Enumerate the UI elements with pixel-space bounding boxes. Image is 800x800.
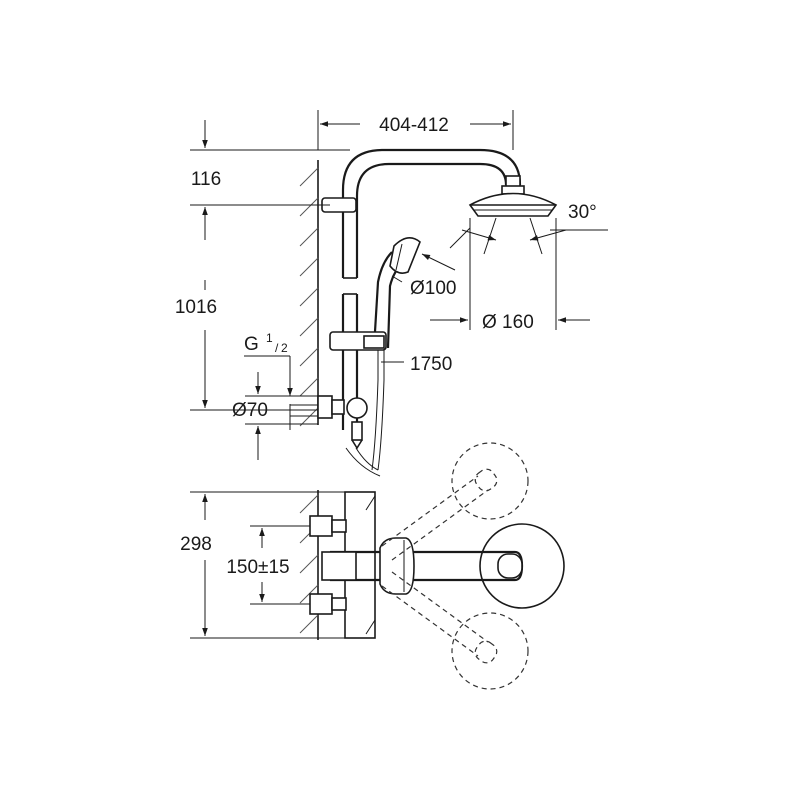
dim-pipe-diameter (245, 372, 318, 460)
label-rail-height: 1016 (175, 297, 217, 318)
dim-head-diameter (430, 218, 590, 330)
wall-upper (299, 160, 319, 427)
label-hose-length: 1750 (410, 354, 452, 375)
label-hand-diameter: Ø100 (410, 278, 456, 299)
thread-label: G 1 / 2 (244, 331, 293, 396)
label-thread: G (244, 334, 259, 355)
label-head-diameter: Ø 160 (482, 312, 534, 333)
head-shower (468, 175, 558, 217)
dim-hand-diameter (391, 227, 471, 283)
label-arm-width: 404-412 (379, 115, 449, 136)
label-thread-den: 2 (281, 341, 288, 355)
label-thread-num: 1 (266, 331, 273, 345)
label-head-angle: 30° (568, 202, 597, 223)
label-mixer-height: 298 (180, 534, 212, 555)
arm-swivel-positions (381, 442, 529, 690)
wall-lower (299, 490, 319, 640)
label-connection-spacing: 150±15 (226, 557, 289, 578)
dim-mixer-height (190, 491, 345, 639)
hand-shower (329, 237, 421, 471)
label-top-offset: 116 (191, 169, 221, 190)
dim-head-angle (461, 217, 608, 255)
dim-connection-spacing (250, 525, 310, 605)
riser-pipe (321, 148, 522, 430)
label-thread-slash: / (275, 341, 279, 355)
mixer-connection (317, 395, 381, 477)
arm-plan (321, 523, 565, 609)
dim-vertical-left (190, 120, 350, 411)
dim-arm-width (317, 110, 514, 150)
label-pipe-diameter: Ø70 (232, 400, 268, 421)
